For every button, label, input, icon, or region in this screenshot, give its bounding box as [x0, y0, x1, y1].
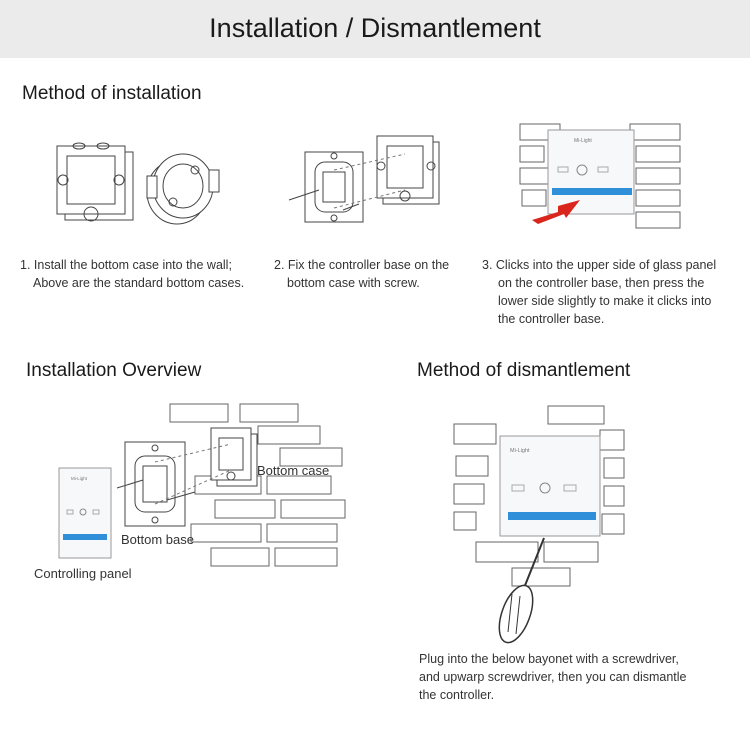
- label-controlling-panel: Controlling panel: [34, 566, 132, 581]
- wall-box-icon: [56, 142, 134, 222]
- install-step-1: 1. Install the bottom case into the wall…: [20, 258, 245, 290]
- push-arrow-icon: [532, 200, 580, 224]
- overview-figure: Mi-Light: [58, 403, 346, 567]
- title-banner: Installation / Dismantlement: [0, 0, 750, 58]
- bottom-case-figure: [56, 142, 220, 225]
- dismantlement-figure: Mi-Light: [453, 405, 625, 644]
- dismantlement-instructions: Plug into the below bayonet with a screw…: [419, 652, 687, 702]
- wall-box-icon: [210, 427, 258, 487]
- glass-panel-icon: Mi-Light: [547, 129, 635, 215]
- label-bottom-case: Bottom case: [257, 463, 330, 478]
- install-step-3: 3. Clicks into the upper side of glass p…: [482, 258, 717, 326]
- round-box-icon: [146, 153, 220, 225]
- page-title: Installation / Dismantlement: [209, 13, 541, 43]
- controller-base-icon: [124, 441, 186, 527]
- svg-text:Mi-Light: Mi-Light: [71, 476, 88, 481]
- brick-wall: [169, 403, 346, 567]
- controller-base-figure: [288, 135, 440, 223]
- wall-box-icon: [376, 135, 440, 205]
- svg-text:Mi-Light: Mi-Light: [510, 448, 530, 454]
- glass-panel-icon: Mi-Light: [58, 467, 112, 559]
- brick-wall: [519, 123, 681, 229]
- overview-heading: Installation Overview: [26, 360, 202, 381]
- glass-panel-figure: Mi-Light: [519, 123, 681, 229]
- svg-text:Mi-Light: Mi-Light: [574, 138, 592, 144]
- controller-base-icon: [304, 151, 364, 223]
- glass-panel-icon: Mi-Light: [499, 435, 601, 537]
- brick-wall: [453, 405, 625, 587]
- install-step-2: 2. Fix the controller base on the bottom…: [274, 258, 450, 290]
- installation-heading: Method of installation: [22, 83, 202, 104]
- screwdriver-icon: [498, 537, 545, 644]
- label-bottom-base: Bottom base: [121, 532, 194, 547]
- dismantlement-heading: Method of dismantlement: [417, 360, 631, 381]
